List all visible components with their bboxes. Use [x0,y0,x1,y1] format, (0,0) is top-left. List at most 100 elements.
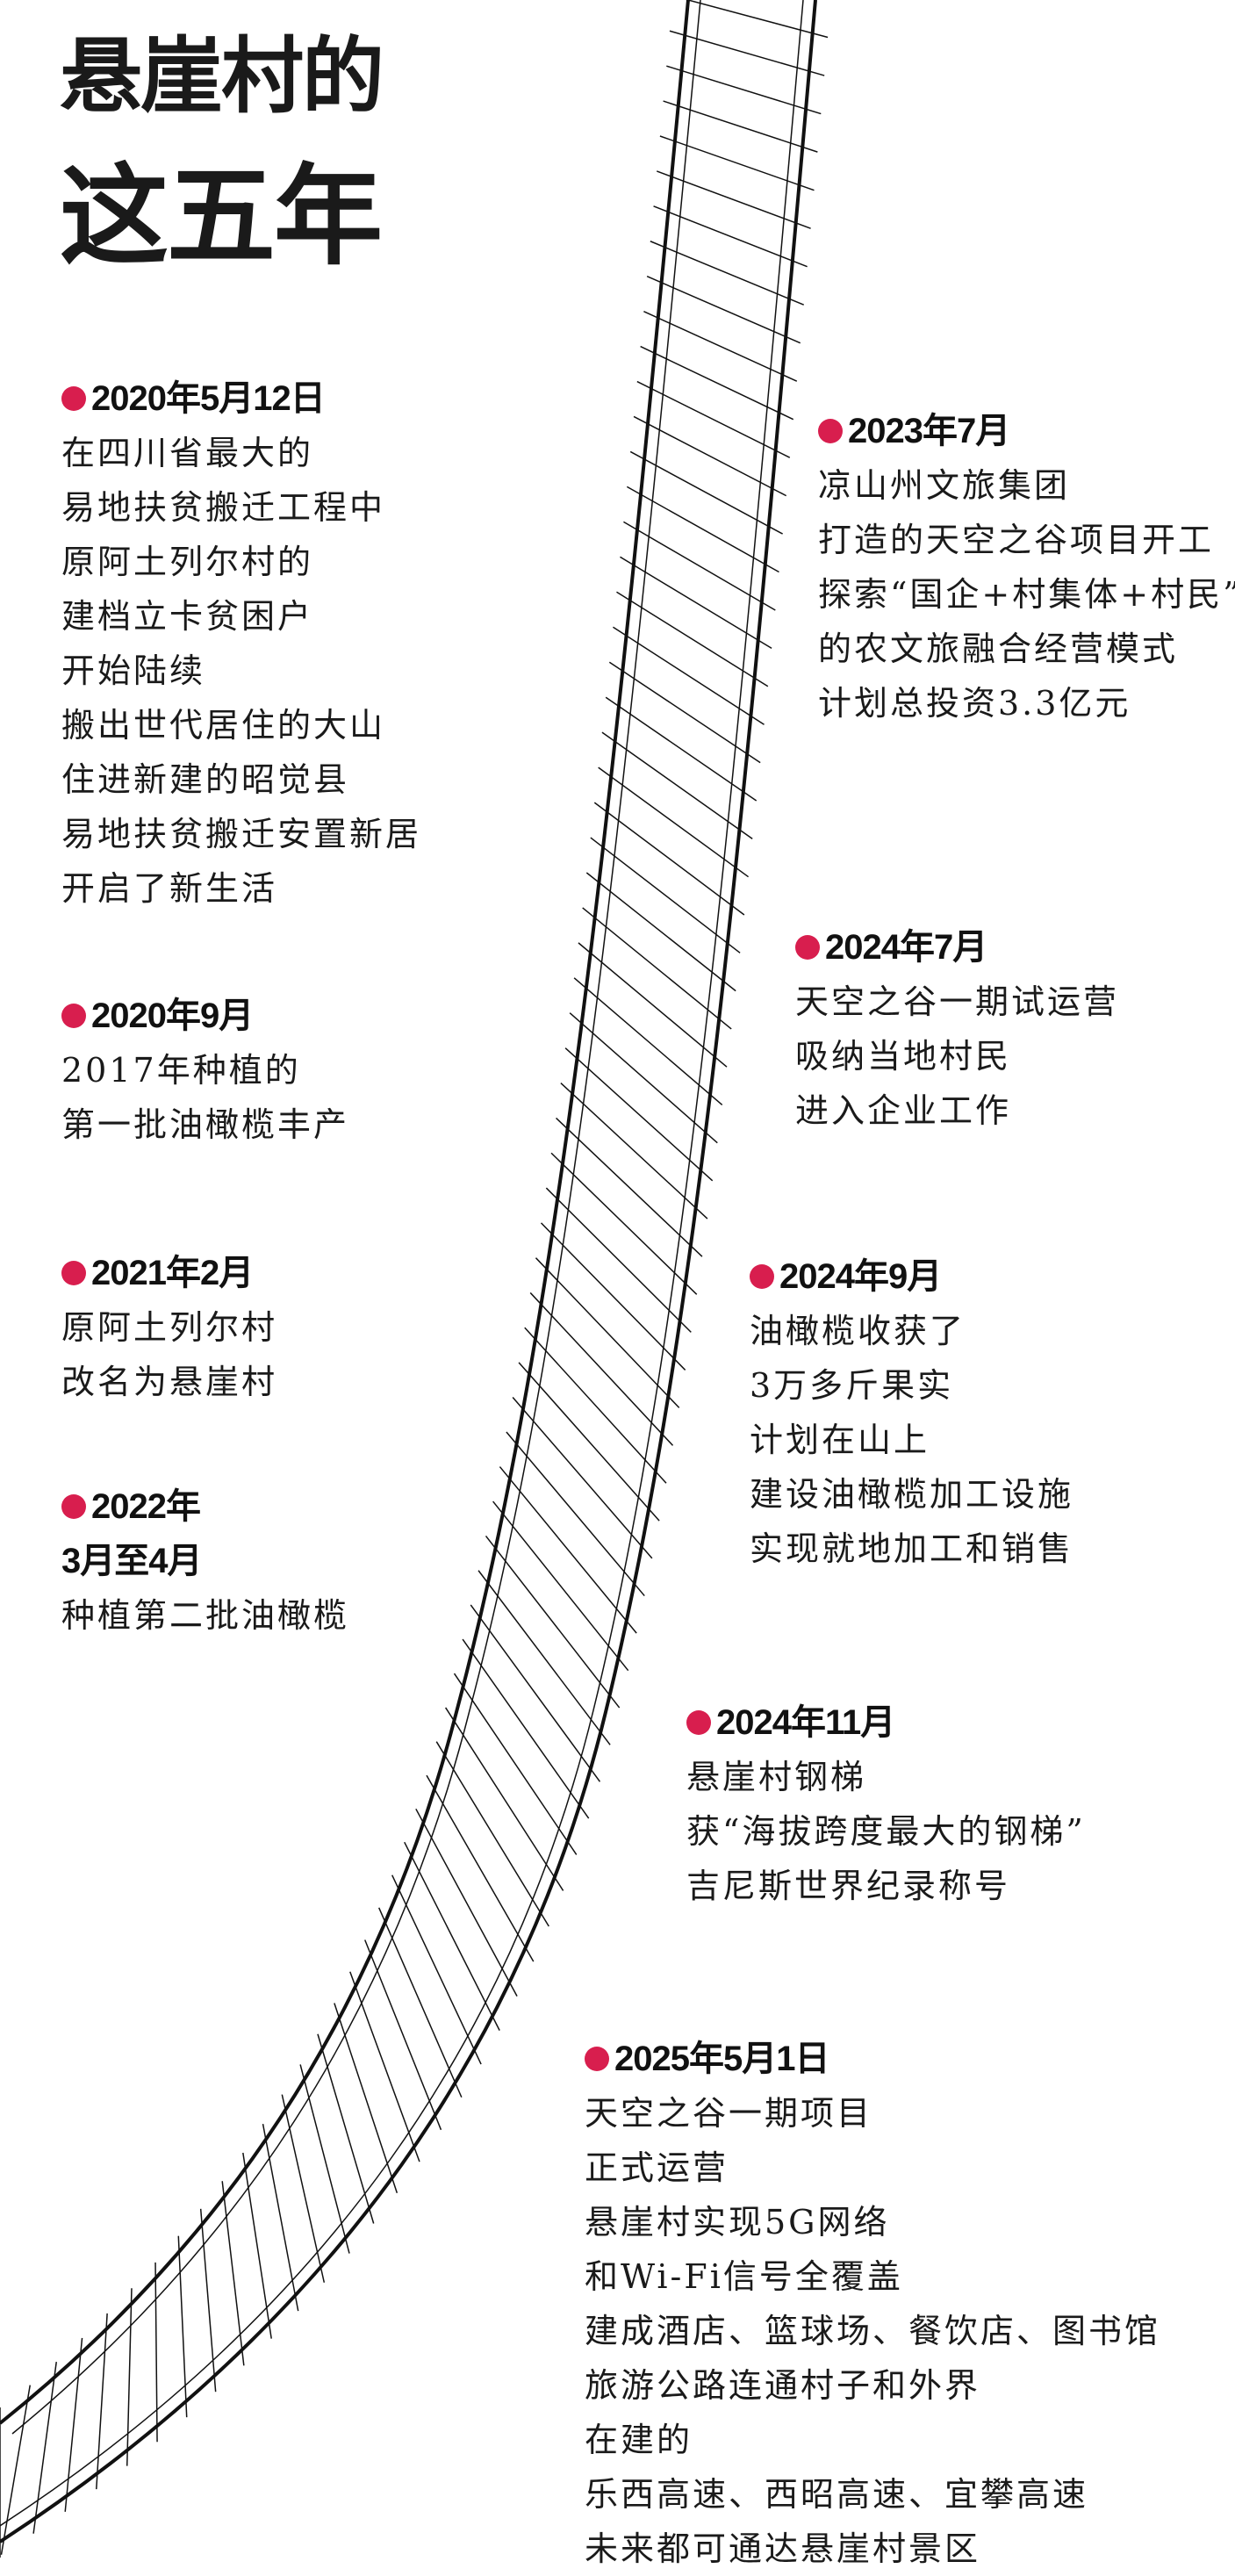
ladder-rung [605,696,758,802]
event-text-line: 第一批油橄榄丰产 [61,1105,350,1144]
bullet-dot-icon [61,1494,86,1519]
ladder-rung [435,1741,549,1927]
event-date-text: 2025年5月1日 [614,2040,829,2078]
event-text-line: 在建的 [585,2421,693,2459]
ladder-rung [415,1808,518,1997]
ladder-left-inner-rail [11,0,701,2435]
bullet-dot-icon [686,1710,711,1735]
ladder-rung [601,731,753,839]
ladder-rung [529,1292,674,1446]
event-date: 2020年9月 [61,989,349,1043]
event-date: 2024年9月 [750,1249,1073,1304]
timeline-event: 2024年11月悬崖村钢梯获“海拔跨度最大的钢梯”吉尼斯世界纪录称号 [686,1695,1086,1913]
event-text-line: 乐西高速、西昭高速、宜攀高速 [585,2475,1089,2514]
ladder-rung [659,135,815,191]
event-date-text: 2020年9月 [91,997,254,1035]
ladder-rung [669,30,825,76]
event-text-line: 旅游公路连通村子和外界 [585,2366,981,2405]
ladder-rung [564,1047,714,1182]
event-text-line: 原阿土列尔村 [61,1308,278,1347]
bullet-dot-icon [61,386,86,411]
bullet-dot-icon [585,2047,609,2071]
event-text-line: 未来都可通达悬崖村景区 [585,2529,981,2568]
ladder-rung [506,1431,645,1597]
event-date-text: 2024年9月 [779,1257,942,1296]
ladder-rung [462,1638,590,1819]
event-date: 2024年7月 [795,920,1119,975]
ladder-rung [32,2362,57,2534]
ladder-rung [426,1774,535,1962]
ladder-rung [686,0,829,39]
ladder-rung [199,2208,217,2393]
ladder-rung [643,310,798,382]
event-text-line: 种植第二批油橄榄 [61,1596,350,1635]
bullet-dot-icon [795,935,820,960]
page-title-line1: 悬崖村的 [60,28,384,125]
event-text-line: 的农文旅融合经营模式 [818,630,1179,668]
ladder-rung [540,1222,686,1371]
event-text-line: 计划在山上 [750,1421,930,1459]
timeline-event: 2020年5月12日在四川省最大的易地扶贫搬迁工程中原阿土列尔村的建档立卡贫困户… [61,371,421,916]
timeline-event: 2020年9月 2017年种植的第一批油橄榄丰产 [61,989,349,1152]
ladder-rung [154,2262,158,2443]
ladder-rung [616,591,769,687]
event-text-line: 天空之谷一期试运营 [795,982,1120,1021]
event-text-line: 吸纳当地村民 [795,1037,1012,1076]
event-date: 2023年7月 [818,404,1235,458]
event-date: 2021年2月 [61,1246,277,1300]
ladder-rung [535,1257,680,1408]
ladder-rung [593,802,745,916]
ladder-rung [96,2313,108,2490]
ladder-rung [608,661,761,764]
bullet-dot-icon [818,419,843,443]
event-date-continued: 3月至4月 [61,1542,203,1580]
event-text-line: 2017年种植的 [61,1051,301,1090]
bullet-dot-icon [61,1261,86,1285]
ladder-rung [0,2385,32,2555]
event-text-line: 吉尼斯世界纪录称号 [686,1867,1011,1905]
ladder-rung [499,1466,637,1634]
ladder-rung [640,345,794,421]
event-text-line: 建成酒店、篮球场、餐饮店、图书馆 [585,2312,1161,2350]
event-text-line: 正式运营 [585,2148,729,2187]
event-date: 2025年5月1日 [585,2032,1160,2086]
ladder-rung [334,2003,399,2193]
event-text-line: 易地扶贫搬迁工程中 [61,488,386,527]
event-text-line: 改名为悬崖村 [61,1363,278,1401]
ladder-right-inner-rail [0,0,804,2527]
ladder-rung [492,1500,629,1672]
event-text-line: 打造的天空之谷项目开工 [818,521,1215,559]
ladder-rung [650,241,805,306]
event-date-text: 2024年11月 [716,1703,895,1742]
ladder-rung [585,872,736,992]
ladder-rung [299,2064,350,2254]
event-text-line: 在四川省最大的 [61,434,314,472]
event-text-line: 3万多斤果实 [750,1366,954,1405]
ladder-rung [281,2094,326,2283]
ladder-right-rail [0,0,817,2544]
event-date: 2024年11月 [686,1695,1086,1750]
event-text-line: 开启了新生活 [61,869,278,908]
bullet-dot-icon [61,1004,86,1028]
timeline-event: 2023年7月凉山州文旅集团打造的天空之谷项目开工探索“国企+村集体+村民”的农… [818,404,1235,730]
timeline-event: 2025年5月1日天空之谷一期项目正式运营悬崖村实现5G网络和Wi-Fi信号全覆… [585,2032,1160,2576]
ladder-rung [453,1673,578,1855]
ladder-rung [512,1396,653,1559]
event-text-line: 搬出世代居住的大山 [61,706,386,745]
ladder-rung [391,1874,482,2065]
event-text-line: 悬崖村实现5G网络 [585,2203,890,2241]
ladder-rung [663,100,818,153]
ladder-left-rail [0,0,690,2425]
ladder-rung [378,1907,463,2098]
event-text-line: 获“海拔跨度最大的钢梯” [686,1812,1086,1851]
ladder-rung [64,2337,83,2512]
ladder-rung [560,1082,708,1220]
event-date-text: 2023年7月 [848,412,1010,450]
ladder-rung [550,1152,698,1295]
bullet-dot-icon [750,1264,774,1289]
ladder-rung [262,2123,299,2312]
ladder-rung [598,766,750,878]
event-date-text: 2022年 [91,1487,201,1526]
